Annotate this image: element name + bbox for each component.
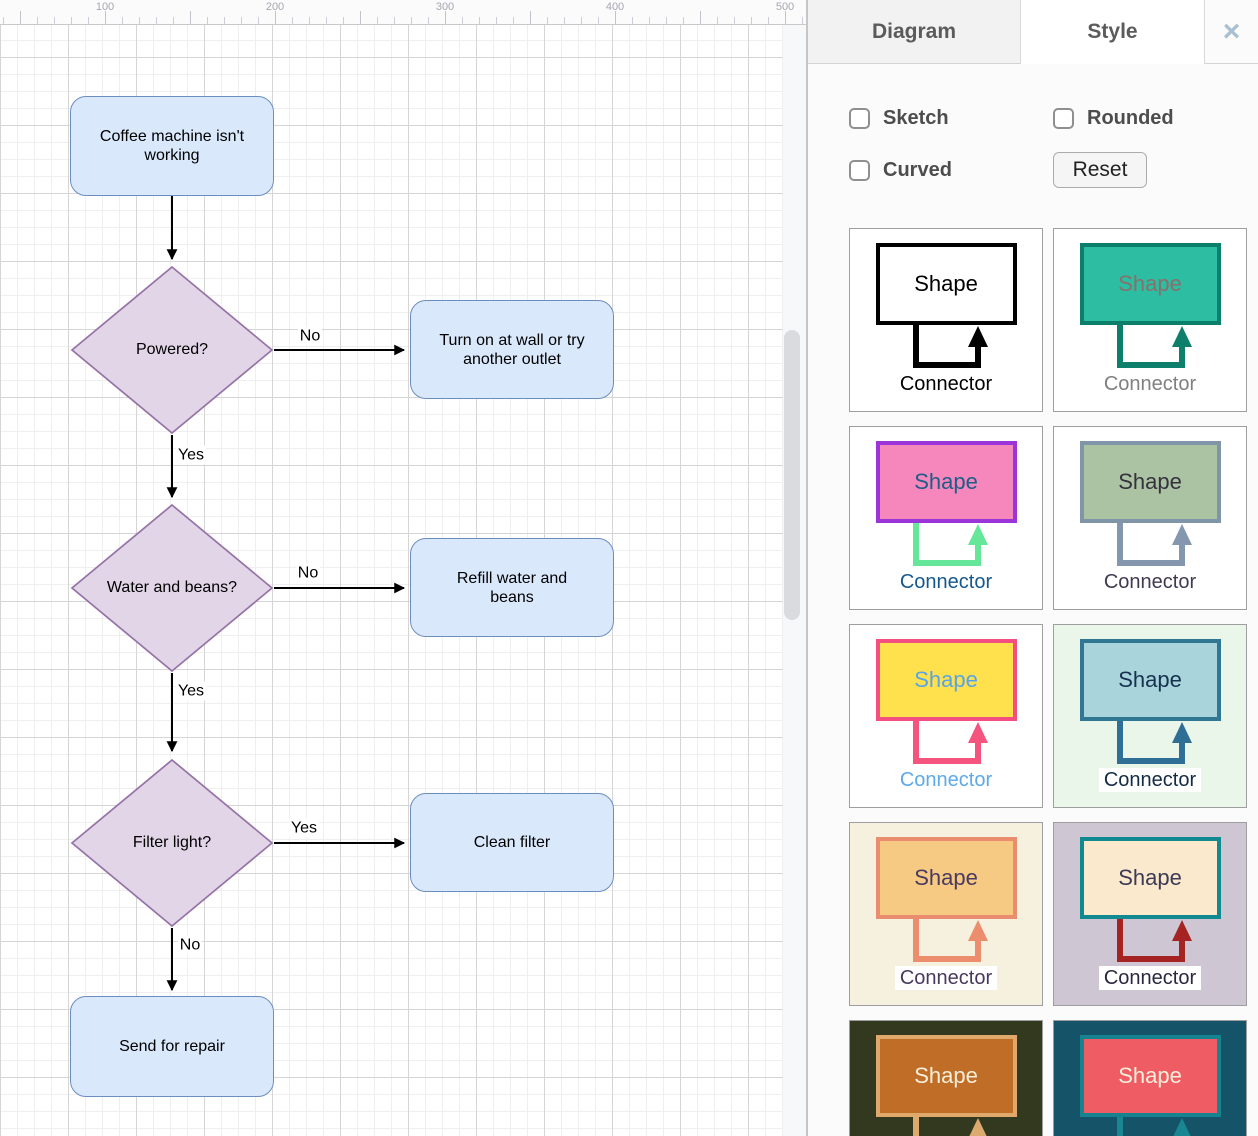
node-clean-filter[interactable]: Clean filter [410,793,614,892]
panel-divider [806,0,808,1136]
swatch-connector-arrow [913,721,988,764]
swatch-shape-label: Shape [1118,469,1182,494]
flow-edges [166,196,406,992]
sketch-option[interactable]: Sketch [849,107,1053,130]
diagram-canvas[interactable]: 100 200 300 400 500 Coffee machine isn't… [0,0,808,1136]
swatch-shape-preview: Shape [875,639,1017,721]
swatch-connector-label: Connector [1098,372,1202,396]
swatch-connector-label: Connector [1098,570,1202,594]
swatch-shape-label: Shape [914,865,978,890]
swatch-shape-label: Shape [914,271,978,296]
swatch-shape-preview: Shape [875,1035,1017,1117]
format-panel: Diagram Style × Sketch Rounded Curved Re… [808,0,1258,1136]
rounded-option[interactable]: Rounded [1053,107,1248,130]
ruler-mark: 200 [265,1,285,13]
tab-style[interactable]: Style [1021,0,1205,64]
vertical-scrollbar[interactable] [784,330,800,620]
style-swatch-lavender-teal[interactable]: Shape Connector [1053,822,1247,1006]
decision-label: Filter light? [132,834,212,851]
swatch-shape-preview: Shape [1079,639,1221,721]
swatch-connector-label: Connector [894,966,998,990]
edge-label-yes[interactable]: Yes [175,681,207,701]
swatch-shape-preview: Shape [1079,837,1221,919]
edge-label-yes[interactable]: Yes [175,445,207,465]
swatch-connector-label: Connector [1098,966,1202,990]
swatch-shape-preview: Shape [875,243,1017,325]
swatch-connector-label: Connector [894,372,998,396]
panel-tabs: Diagram Style × [808,0,1258,64]
swatch-shape-preview: Shape [1079,243,1221,325]
ruler-mark: 100 [95,1,115,13]
node-filter-light[interactable]: Filter light? [70,758,274,928]
node-powered[interactable]: Powered? [70,265,274,435]
swatch-shape-label: Shape [1118,667,1182,692]
ruler-mark: 300 [435,1,455,13]
style-options: Sketch Rounded Curved Reset [808,64,1258,188]
swatch-shape-label: Shape [914,1063,978,1088]
style-swatch-yellow-pink[interactable]: Shape Connector [849,624,1043,808]
ruler-mark: 400 [605,1,625,13]
curved-checkbox[interactable] [849,159,870,181]
style-swatch-dark-teal[interactable]: Shape Connector [1053,1020,1247,1136]
style-swatch-default[interactable]: Shape Connector [849,228,1043,412]
swatch-shape-label: Shape [914,469,978,494]
swatch-connector-arrow [913,523,988,566]
swatch-connector-arrow [1117,721,1192,764]
rounded-label: Rounded [1087,107,1174,129]
swatch-shape-label: Shape [1118,271,1182,296]
edge-label-yes[interactable]: Yes [288,818,320,838]
swatch-shape-preview: Shape [1079,1035,1221,1117]
tab-diagram[interactable]: Diagram [808,0,1021,63]
node-refill[interactable]: Refill water and beans [410,538,614,637]
ruler-mark: 500 [775,1,795,13]
style-swatch-teal[interactable]: Shape Connector [1053,228,1247,412]
close-icon[interactable]: × [1222,14,1241,48]
swatch-connector-arrow [1117,919,1192,962]
node-send-repair[interactable]: Send for repair [70,996,274,1097]
decision-label: Water and beans? [106,579,238,596]
edge-label-no[interactable]: No [295,563,321,583]
rounded-checkbox[interactable] [1053,108,1074,129]
style-swatch-mint-blue[interactable]: Shape Connector [1053,624,1247,808]
style-swatch-sage[interactable]: Shape Connector [1053,426,1247,610]
horizontal-ruler: 100 200 300 400 500 [0,0,806,25]
swatch-connector-label: Connector [1098,768,1202,792]
decision-label: Powered? [135,341,209,358]
node-start[interactable]: Coffee machine isn't working [70,96,274,196]
edge-label-no[interactable]: No [297,326,323,346]
style-swatch-grid: Shape Connector Shape Connector Shape Co… [849,228,1247,1136]
swatch-connector-arrow [1117,523,1192,566]
edge-label-no[interactable]: No [177,935,203,955]
swatch-connector-arrow [1117,325,1192,368]
swatch-shape-label: Shape [1118,1063,1182,1088]
swatch-shape-label: Shape [914,667,978,692]
swatch-connector-arrow [913,1117,987,1136]
reset-button[interactable]: Reset [1053,152,1147,188]
swatch-connector-label: Connector [894,768,998,792]
swatch-connector-arrow [913,325,988,368]
swatch-shape-preview: Shape [1079,441,1221,523]
swatch-shape-preview: Shape [875,441,1017,523]
node-turn-on[interactable]: Turn on at wall or try another outlet [410,300,614,399]
sketch-label: Sketch [883,107,949,129]
swatch-shape-label: Shape [1118,865,1182,890]
curved-label: Curved [883,158,952,181]
swatch-connector-label: Connector [894,570,998,594]
curved-option[interactable]: Curved [849,159,1053,182]
swatch-connector-arrow [1117,1117,1191,1136]
node-water-beans[interactable]: Water and beans? [70,503,274,673]
style-swatch-pink-purple[interactable]: Shape Connector [849,426,1043,610]
style-swatch-dark-olive[interactable]: Shape Connector [849,1020,1043,1136]
sketch-checkbox[interactable] [849,108,870,129]
style-swatch-cream-tan[interactable]: Shape Connector [849,822,1043,1006]
swatch-shape-preview: Shape [875,837,1017,919]
swatch-connector-arrow [913,919,988,962]
